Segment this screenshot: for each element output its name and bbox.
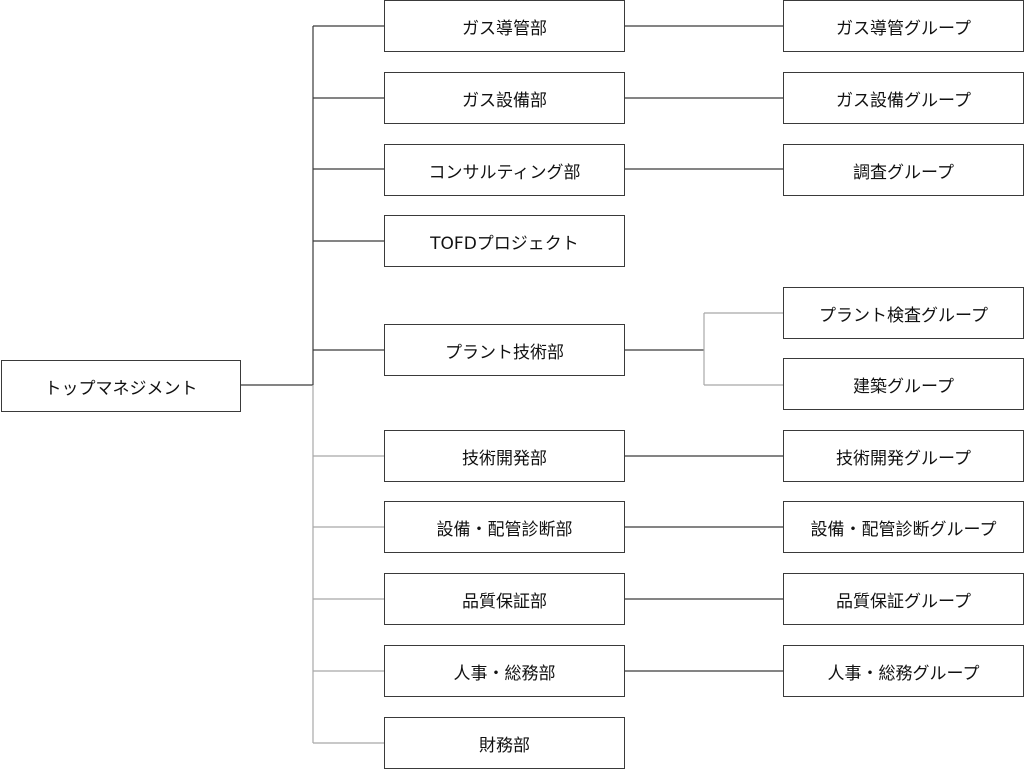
group-plant-inspection: プラント検査グループ [783, 287, 1024, 339]
group-label: ガス導管グループ [836, 18, 971, 39]
dept-hr-general-affairs: 人事・総務部 [384, 645, 625, 697]
dept-label: 設備・配管診断部 [436, 519, 573, 540]
group-quality-assurance: 品質保証グループ [783, 573, 1024, 625]
dept-label: プラント技術部 [445, 342, 564, 363]
group-gas-equipment: ガス設備グループ [783, 72, 1024, 124]
group-label: 調査グループ [853, 162, 954, 183]
root-node: トップマネジメント [1, 360, 241, 412]
dept-tech-development: 技術開発部 [384, 430, 625, 482]
dept-quality-assurance: 品質保証部 [384, 573, 625, 625]
group-label: 人事・総務グループ [827, 663, 980, 684]
group-gas-pipeline: ガス導管グループ [783, 0, 1024, 52]
group-hr-general-affairs: 人事・総務グループ [783, 645, 1024, 697]
group-label: 技術開発グループ [836, 448, 971, 469]
dept-equipment-piping-diagnosis: 設備・配管診断部 [384, 501, 625, 553]
group-tech-development: 技術開発グループ [783, 430, 1024, 482]
group-architecture: 建築グループ [783, 358, 1024, 410]
dept-label: ガス導管部 [462, 18, 547, 39]
group-label: ガス設備グループ [836, 90, 971, 111]
dept-label: 技術開発部 [462, 448, 547, 469]
dept-consulting: コンサルティング部 [384, 144, 625, 196]
group-equipment-piping-diagnosis: 設備・配管診断グループ [783, 501, 1024, 553]
dept-plant-technology: プラント技術部 [384, 324, 625, 376]
dept-finance: 財務部 [384, 717, 625, 769]
dept-label: TOFDプロジェクト [430, 233, 579, 254]
dept-label: コンサルティング部 [428, 162, 581, 183]
dept-label: 人事・総務部 [453, 663, 556, 684]
dept-tofd-project: TOFDプロジェクト [384, 215, 625, 267]
dept-gas-equipment: ガス設備部 [384, 72, 625, 124]
group-label: 品質保証グループ [836, 591, 971, 612]
dept-label: ガス設備部 [462, 90, 547, 111]
root-label: トップマネジメント [44, 378, 198, 399]
group-label: 建築グループ [853, 376, 954, 397]
group-label: 設備・配管診断グループ [810, 519, 997, 540]
dept-gas-pipeline: ガス導管部 [384, 0, 625, 52]
group-label: プラント検査グループ [819, 305, 988, 326]
group-survey: 調査グループ [783, 144, 1024, 196]
dept-label: 財務部 [479, 735, 530, 756]
dept-label: 品質保証部 [462, 591, 547, 612]
